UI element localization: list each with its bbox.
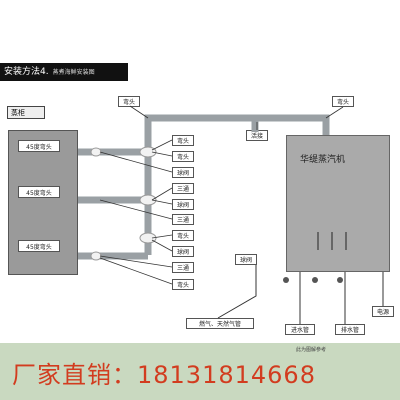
elbow-label-top-left: 弯头 — [118, 96, 140, 107]
valve — [337, 277, 343, 283]
cabinet-label-2: 45度弯头 — [18, 186, 60, 198]
fitting-label: 球阀 — [172, 167, 194, 178]
fitting-label: 三通 — [172, 262, 194, 273]
leader-line — [151, 151, 173, 157]
gas-pipe-label: 燃气、天然气管 — [186, 318, 254, 329]
leader-line — [99, 199, 173, 220]
fittings — [90, 146, 157, 261]
leader-line — [151, 139, 173, 151]
fitting-2 — [139, 194, 157, 206]
water-inlet-label: 进水管 — [285, 324, 315, 335]
banner-note: 此为图解参考 — [296, 347, 327, 353]
fitting-3 — [139, 232, 157, 244]
pipes — [78, 114, 330, 260]
diagram-title-text: 安装方法4. — [4, 67, 49, 77]
leader-line — [151, 187, 173, 201]
fitting-label: 三通 — [172, 183, 194, 194]
diagram-title: 安装方法4.蒸煮海鲜安装图 — [0, 63, 128, 81]
valve — [312, 277, 318, 283]
leader-line — [151, 234, 173, 239]
service-lines — [217, 265, 384, 324]
leader-line — [151, 199, 173, 205]
fitting-label: 弯头 — [172, 279, 194, 290]
steam-machine-name: 华缇蒸汽机 — [300, 155, 346, 165]
contact-phone-text: 厂家直销：18131814668 — [12, 361, 316, 389]
main-pipe — [144, 114, 330, 255]
diagram-subtitle: 蒸煮海鲜安装图 — [52, 69, 95, 76]
machine-details — [317, 232, 347, 250]
leader-line — [99, 255, 173, 268]
cabinet-label-1: 45度弯头 — [18, 140, 60, 152]
leader-line — [151, 239, 173, 252]
fitting-1 — [139, 146, 157, 158]
valves — [283, 277, 343, 283]
leader-line — [99, 151, 173, 173]
fitting-label: 球阀 — [172, 199, 194, 210]
leader-line — [325, 106, 344, 119]
contact-banner — [0, 343, 400, 400]
leader-line — [99, 257, 173, 285]
fitting-4 — [90, 147, 102, 157]
steam-machine — [286, 135, 390, 272]
cabinet-label-3: 45度弯头 — [18, 240, 60, 252]
gas-line — [217, 265, 257, 319]
power-label: 电源 — [372, 306, 394, 317]
drain-pipe-label: 排水管 — [335, 324, 365, 335]
fitting-label: 弯头 — [172, 230, 194, 241]
fitting-label: 球阀 — [172, 246, 194, 257]
valve — [283, 277, 289, 283]
fitting-5 — [90, 251, 102, 261]
fitting-label: 弯头 — [172, 151, 194, 162]
fitting-label: 弯头 — [172, 135, 194, 146]
elbow-label-top-right: 弯头 — [332, 96, 354, 107]
leader-lines — [99, 105, 344, 285]
raw-cabinet-label: 蒸柜 — [7, 106, 45, 119]
ball-valve-label: 球阀 — [235, 254, 257, 265]
leader-line — [129, 105, 149, 119]
fitting-label: 三通 — [172, 214, 194, 225]
